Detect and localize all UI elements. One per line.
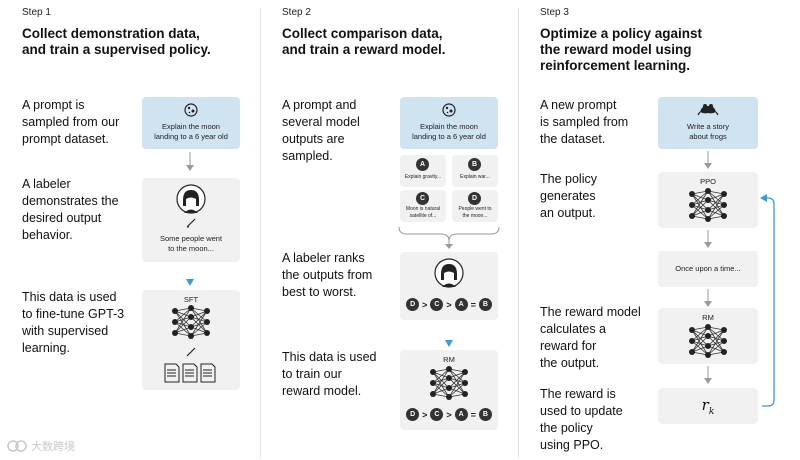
step3-ppo-box: PPO <box>658 172 758 228</box>
pencil-icon <box>186 347 196 357</box>
rm-rank-op-2: > <box>446 409 452 420</box>
output-box-a: A Explain gravity... <box>400 155 446 187</box>
step1-desc-prompt: A prompt is sampled from our prompt data… <box>22 98 120 146</box>
moon-icon <box>184 103 198 117</box>
output-letter-c: C <box>416 192 429 205</box>
reward-value: rk <box>658 396 758 417</box>
step3-reward-box: rk <box>658 388 758 424</box>
labeler-avatar-icon <box>434 258 464 288</box>
step1-demo-box: Some people went to the moon... <box>142 178 240 262</box>
step1-arrow-1 <box>186 152 194 171</box>
feedback-loop-arrow <box>760 194 775 407</box>
step2-arrow-blue <box>445 340 453 347</box>
neural-network-icon <box>430 366 468 400</box>
rm-rank-item-4: B <box>478 408 492 421</box>
outputs-bracket <box>398 226 500 249</box>
step1-prompt-box: Explain the moon landing to a 6 year old <box>142 97 240 149</box>
step1-demo-text: Some people went to the moon... <box>159 234 223 253</box>
column-divider-1 <box>260 8 261 458</box>
step2-heading: Collect comparison data, and train a rew… <box>282 26 446 57</box>
output-text-a: Explain gravity... <box>404 174 442 180</box>
ranking-row: D > C > A = B <box>400 298 498 311</box>
step3-heading: Optimize a policy against the reward mod… <box>540 26 703 73</box>
step1-desc-finetune: This data is used to fine-tune GPT-3 wit… <box>22 290 125 355</box>
neural-network-icon <box>689 188 727 222</box>
neural-network-icon <box>172 305 210 339</box>
step3-arrow-1 <box>704 151 712 169</box>
step2-prompt-box: Explain the moon landing to a 6 year old <box>400 97 498 149</box>
column-divider-2 <box>518 8 519 458</box>
step3-prompt-text: Write a story about frogs <box>687 122 729 141</box>
output-letter-d: D <box>468 192 481 205</box>
step2-desc-rank: A labeler ranks the outputs from best to… <box>282 251 373 299</box>
step3-desc-policy: The policy generates an output. <box>540 172 597 220</box>
moon-icon <box>442 103 456 117</box>
rank-op-1: > <box>422 299 428 310</box>
step3-rm-box: RM <box>658 308 758 364</box>
rank-item-3: A <box>454 298 468 311</box>
step3-arrow-2 <box>704 230 712 248</box>
step1-arrow-2 <box>186 279 194 286</box>
watermark: 大数跨境 <box>6 438 75 454</box>
sft-label: SFT <box>183 295 199 304</box>
rm-rank-item-3: A <box>454 408 468 421</box>
step3-desc-prompt: A new prompt is sampled from the dataset… <box>540 98 629 146</box>
output-text-b: Explain war... <box>460 174 490 180</box>
pencil-icon <box>186 218 196 228</box>
output-text-c: Moon is natural satellite of... <box>405 206 441 219</box>
rm-rank-op-1: > <box>422 409 428 420</box>
output-box-d: D People went to the moon... <box>452 190 498 222</box>
step3-label: Step 3 <box>540 7 569 18</box>
rank-item-4: B <box>478 298 492 311</box>
output-letter-b: B <box>468 158 481 171</box>
step2-desc-sample: A prompt and several model outputs are s… <box>282 98 360 163</box>
step3-desc-reward: The reward model calculates a reward for… <box>540 305 641 370</box>
rank-item-2: C <box>430 298 444 311</box>
step2-desc-train: This data is used to train our reward mo… <box>282 350 377 398</box>
step2-rank-box: D > C > A = B <box>400 252 498 320</box>
step1-sft-box: SFT <box>142 290 240 390</box>
output-text-d: People went to the moon... <box>458 206 492 219</box>
rank-op-3: = <box>470 299 476 310</box>
reward-symbol: r <box>701 396 709 414</box>
rm-ranking-row: D > C > A = B <box>400 408 498 421</box>
step3-arrow-3 <box>704 289 712 307</box>
reward-subscript: k <box>708 407 715 417</box>
step1-prompt-text: Explain the moon landing to a 6 year old <box>154 122 228 141</box>
step3-desc-update: The reward is used to update the policy … <box>540 387 623 452</box>
step3-prompt-box: Write a story about frogs <box>658 97 758 149</box>
ppo-label: PPO <box>700 177 716 186</box>
step3-output-text: Once upon a time... <box>675 264 741 273</box>
step2-label: Step 2 <box>282 7 311 18</box>
rm-rank-op-3: = <box>470 409 476 420</box>
rank-item-1: D <box>406 298 420 311</box>
step3-output-box: Once upon a time... <box>658 251 758 287</box>
output-box-c: C Moon is natural satellite of... <box>400 190 446 222</box>
step2-rm-box: RM D > C > A = B <box>400 350 498 430</box>
step1-label: Step 1 <box>22 7 51 18</box>
rank-op-2: > <box>446 299 452 310</box>
rm-rank-item-1: D <box>406 408 420 421</box>
neural-network-icon <box>689 324 727 358</box>
rm-rank-item-2: C <box>430 408 444 421</box>
output-letter-a: A <box>416 158 429 171</box>
labeler-avatar-icon <box>176 184 206 214</box>
step3-arrow-4 <box>704 366 712 384</box>
step1-heading: Collect demonstration data, and train a … <box>22 26 211 57</box>
output-box-b: B Explain war... <box>452 155 498 187</box>
watermark-logo-icon <box>7 440 27 452</box>
step1-desc-demo: A labeler demonstrates the desired outpu… <box>22 177 119 242</box>
documents-icon <box>164 363 216 383</box>
frog-icon <box>697 104 719 116</box>
step3-rm-label: RM <box>702 313 714 322</box>
step2-prompt-text: Explain the moon landing to a 6 year old <box>412 122 486 141</box>
rm-label: RM <box>443 355 455 364</box>
watermark-text: 大数跨境 <box>31 441 76 453</box>
